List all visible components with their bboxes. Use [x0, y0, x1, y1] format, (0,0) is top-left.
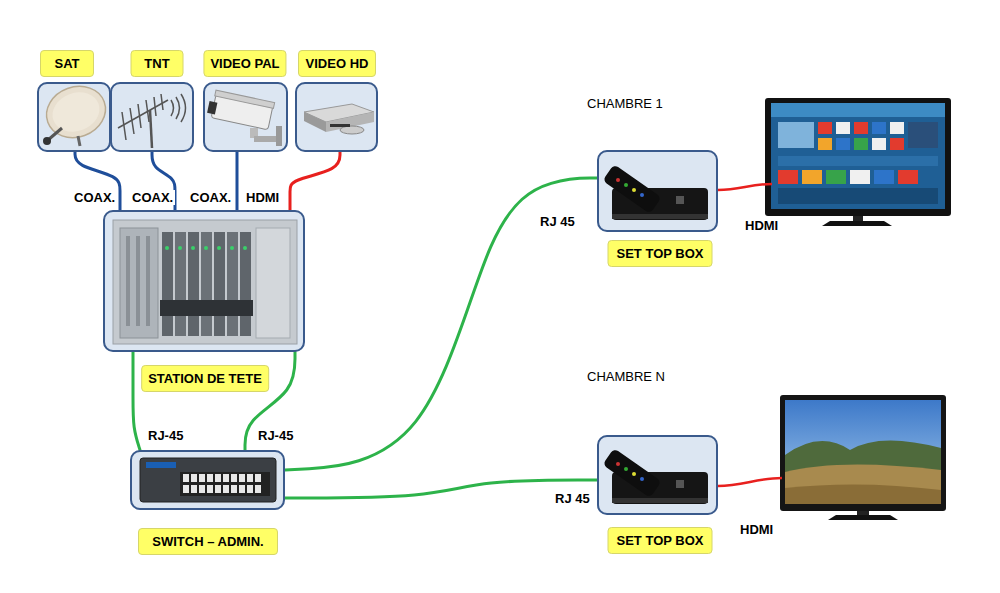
source-box: VIDEO HD — [295, 82, 378, 152]
cable-label: COAX. — [130, 190, 175, 205]
cable-label: HDMI — [743, 218, 780, 233]
node-label: VIDEO HD — [298, 50, 376, 77]
source-box: TNT — [110, 82, 194, 152]
antenna-icon — [118, 94, 186, 148]
cable-connector — [133, 352, 140, 450]
camera-icon — [207, 90, 282, 146]
cable-connector — [290, 152, 340, 210]
source-box: SAT — [37, 82, 111, 152]
node-label: SET TOP BOX — [608, 240, 713, 267]
node-label: SAT — [40, 50, 94, 77]
cable-connector — [236, 152, 239, 210]
cable-connector — [285, 178, 597, 470]
cable-label: RJ-45 — [256, 428, 295, 443]
room-label: CHAMBRE N — [585, 369, 667, 384]
set-top-box-icon — [603, 164, 708, 220]
cable-label: COAX. — [188, 190, 233, 205]
cable-connector — [285, 480, 597, 498]
cable-label: RJ-45 — [146, 428, 185, 443]
node-label: VIDEO PAL — [203, 50, 286, 77]
hdmi-wire — [718, 478, 782, 486]
switch-box: SWITCH – ADMIN. — [130, 450, 285, 510]
headend-box: STATION DE TETE — [103, 210, 305, 352]
set-top-box: SET TOP BOX — [597, 435, 718, 515]
player-icon — [304, 104, 374, 134]
dish-icon — [39, 78, 112, 146]
cable-label: HDMI — [738, 522, 775, 537]
node-label: TNT — [131, 50, 184, 77]
headend-rack — [113, 220, 297, 344]
node-label: SWITCH – ADMIN. — [138, 528, 278, 555]
set-top-box: SET TOP BOX — [597, 150, 718, 232]
hdmi-wire — [718, 184, 772, 190]
node-label: STATION DE TETE — [141, 365, 269, 392]
cable-label: RJ 45 — [538, 214, 577, 229]
smart-tv-icon — [765, 98, 951, 226]
switch-icon — [140, 458, 276, 502]
cable-label: COAX. — [72, 190, 117, 205]
room-label: CHAMBRE 1 — [585, 96, 665, 111]
source-box: VIDEO PAL — [203, 82, 288, 152]
tv-icon — [780, 395, 946, 520]
set-top-box-icon — [603, 448, 708, 504]
cable-label: HDMI — [244, 190, 281, 205]
node-label: SET TOP BOX — [608, 527, 713, 554]
cable-label: RJ 45 — [553, 491, 592, 506]
